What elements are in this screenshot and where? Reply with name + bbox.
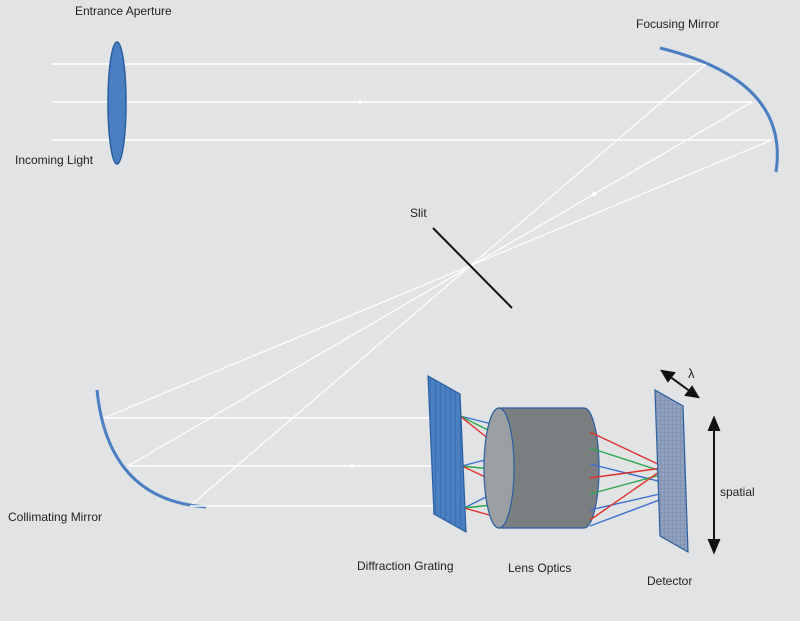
- focus-direction-marker: [591, 191, 597, 197]
- slit-crossing-rays: [103, 63, 773, 507]
- lens-optics-label: Lens Optics: [508, 561, 572, 575]
- collimating-mirror-label: Collimating Mirror: [8, 510, 103, 524]
- diffraction-grating-label: Diffraction Grating: [357, 559, 454, 573]
- ray-focus-to-collimate-1: [189, 63, 707, 507]
- ray-direction-marker: [357, 99, 363, 105]
- spatial-arrow: [707, 415, 721, 555]
- diffraction-grating: [427, 374, 467, 534]
- collimated-rays: [104, 417, 446, 507]
- detector: [654, 388, 689, 554]
- focused-ray: [589, 431, 663, 467]
- slit-label: Slit: [410, 206, 427, 220]
- incoming-light-label: Incoming Light: [15, 153, 94, 167]
- focusing-mirror-label: Focusing Mirror: [636, 17, 720, 31]
- focused-ray: [589, 447, 665, 473]
- lens-front-face: [483, 407, 515, 529]
- wavelength-arrow: [660, 369, 700, 399]
- focused-ray: [589, 467, 663, 479]
- detector-label: Detector: [647, 574, 693, 588]
- lens-optics: [483, 407, 600, 529]
- entrance-aperture-lens: [107, 41, 127, 165]
- slit: [432, 227, 513, 309]
- entrance-aperture-label: Entrance Aperture: [75, 4, 172, 18]
- collimating-mirror: [95, 389, 207, 509]
- spatial-label: spatial: [720, 485, 755, 499]
- lens-body: [498, 407, 600, 529]
- incoming-rays: [52, 63, 772, 141]
- focused-ray: [589, 469, 663, 521]
- ray-focus-to-collimate-3: [103, 139, 773, 419]
- focusing-mirror: [659, 46, 779, 173]
- wavelength-label: λ: [688, 366, 695, 381]
- ray-focus-to-collimate-2: [127, 101, 753, 467]
- collimated-direction-marker: [349, 463, 355, 469]
